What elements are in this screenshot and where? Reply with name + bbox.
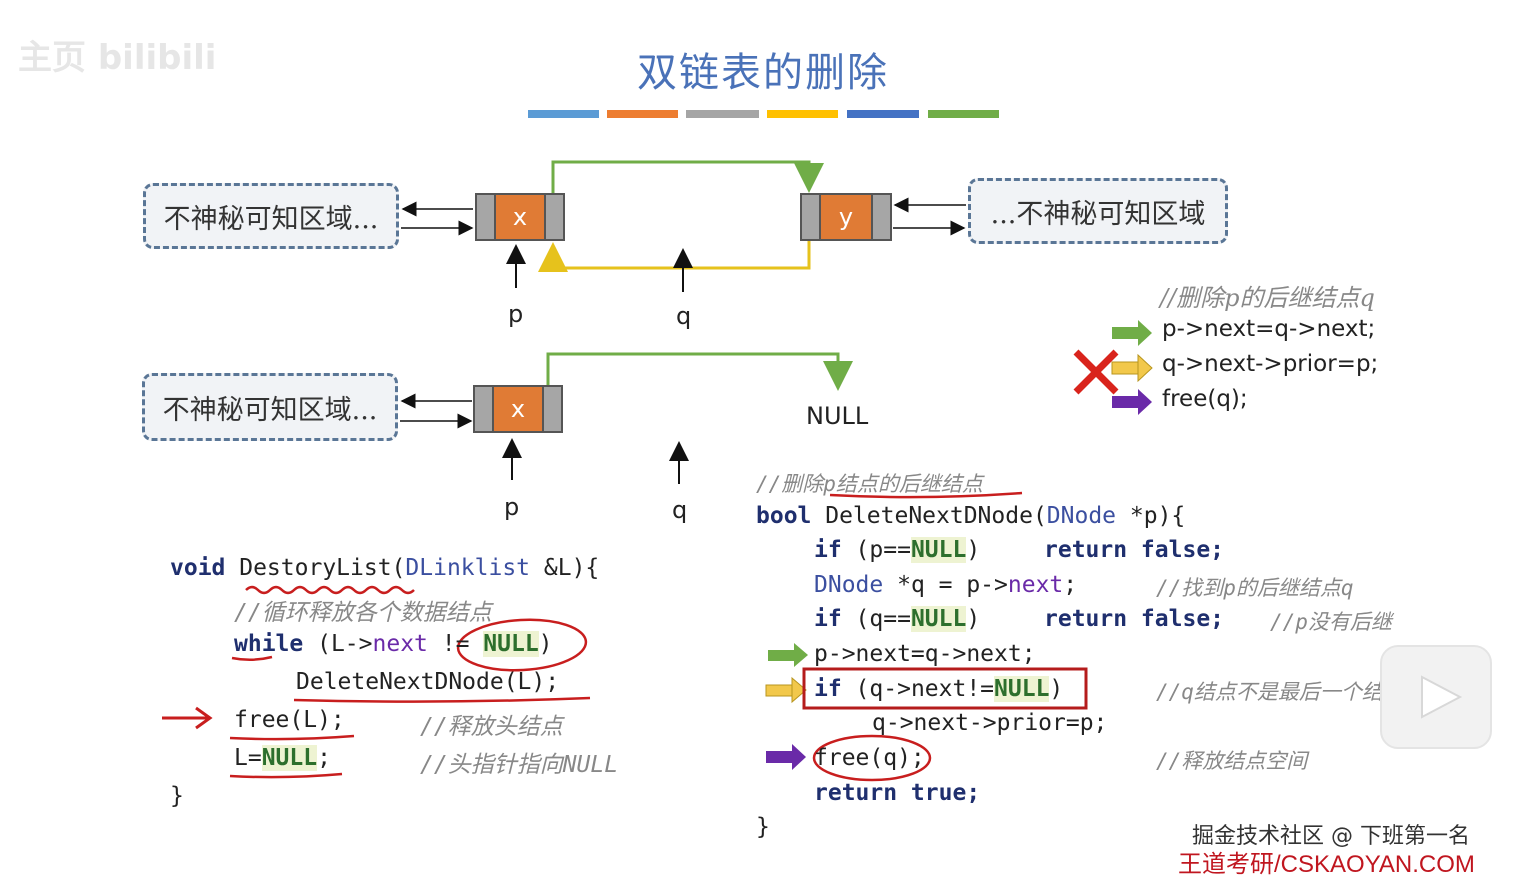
red-pointer-arrow [162, 706, 213, 730]
pointer-q-label-1: q [676, 302, 692, 330]
highlight-box [802, 667, 1088, 710]
underline-while [231, 655, 273, 661]
rainbow-bar-6 [928, 110, 999, 118]
code-arrow-yellow [765, 676, 807, 704]
legend-arrow-green [1112, 320, 1152, 346]
rainbow-bar-5 [847, 110, 919, 118]
circle-not-null [456, 618, 588, 672]
green-next-arrow-2 [546, 352, 853, 391]
code-right-comment: //删除p结点的后继结点 [756, 472, 983, 496]
code-right-line-7: q->next->prior=p; [872, 710, 1108, 736]
wangdao-watermark: 王道考研/CSKAOYAN.COM [1178, 851, 1475, 878]
code-left-line-4: DeleteNextDNode(L); [296, 669, 560, 695]
code-left-line-3: while (L->next != NULL) [234, 631, 553, 657]
code-left-line-7: } [170, 783, 184, 809]
code-right-line-8: free(q); [814, 745, 925, 771]
underline-delete-call [293, 696, 591, 703]
code-right-line-4-return: return false; [1044, 606, 1225, 632]
unknown-region-right-1: ...不神秘可知区域 [968, 178, 1228, 244]
side-comment: //删除p的后继结点q [1160, 284, 1375, 312]
underline-free-L [229, 734, 355, 741]
rainbow-bar-4 [767, 110, 838, 118]
code-arrow-green [768, 643, 808, 667]
yellow-prior-arrow [538, 241, 811, 272]
pointer-q-label-2: q [672, 496, 688, 524]
underline-L-null [229, 772, 343, 779]
legend-arrow-yellow [1111, 353, 1153, 383]
rainbow-bar-2 [607, 110, 678, 118]
circle-free-q [812, 734, 932, 782]
red-cross-icon [1073, 349, 1119, 395]
video-play-button[interactable] [1380, 645, 1492, 749]
node-y-label: y [819, 195, 873, 239]
rainbow-bar-1 [528, 110, 599, 118]
code-right-line-1: bool DeleteNextDNode(DNode *p){ [756, 503, 1186, 529]
code-right-line-3-comment: //找到p的后继结点q [1156, 576, 1354, 600]
green-next-arrow-1 [551, 160, 824, 193]
code-left-line-5: free(L); [234, 707, 345, 733]
underline-right-comment [829, 491, 1023, 499]
code-right-line-3: DNode *q = p->next; [814, 572, 1078, 598]
code-right-line-6: if (q->next!=NULL) [814, 676, 1064, 702]
node-y-1: y [800, 193, 892, 241]
code-right-line-8-comment: //释放结点空间 [1156, 749, 1308, 773]
code-right-line-2: if (p==NULL) [814, 537, 981, 563]
unknown-region-left-1: 不神秘可知区域... [143, 183, 399, 249]
code-left-line-6: L=NULL; [234, 745, 331, 771]
null-label: NULL [806, 402, 869, 430]
side-line-3: free(q); [1162, 386, 1248, 412]
code-right-line-6-comment: //q结点不是最后一个结点 [1156, 680, 1404, 704]
side-line-1: p->next=q->next; [1162, 316, 1376, 342]
node-x-label-2: x [492, 387, 544, 431]
code-left-line-1: void DestoryList(DLinklist &L){ [170, 555, 600, 581]
node-x-label: x [494, 195, 546, 239]
squiggle-underline [245, 585, 415, 595]
code-left-line-6-comment: //头指针指向NULL [420, 752, 619, 778]
side-line-2: q->next->prior=p; [1162, 351, 1379, 377]
code-left-line-5-comment: //释放头结点 [420, 714, 563, 740]
bilibili-watermark: 主页 bilibili [18, 38, 217, 78]
code-right-line-10: } [756, 814, 770, 840]
slide-title: 双链表的删除 [637, 50, 889, 96]
code-arrow-purple [766, 744, 806, 770]
code-right-line-9: return true; [814, 780, 981, 806]
pointer-p-label-2: p [504, 493, 520, 521]
node-x-1: x [475, 193, 565, 241]
code-right-line-4-comment: //p没有后继 [1270, 610, 1392, 634]
pointer-p-label-1: p [508, 300, 524, 328]
code-right-line-5: p->next=q->next; [814, 641, 1036, 667]
juejin-watermark: 掘金技术社区 @ 下班第一名 [1192, 824, 1470, 849]
unknown-region-left-2: 不神秘可知区域... [142, 373, 398, 441]
legend-arrow-purple [1112, 389, 1152, 415]
node-x-2: x [473, 385, 563, 433]
rainbow-bar-3 [686, 110, 759, 118]
play-icon [1421, 675, 1463, 719]
code-right-line-2-return: return false; [1044, 537, 1225, 563]
code-right-line-4: if (q==NULL) [814, 606, 981, 632]
code-left-line-2: //循环释放各个数据结点 [234, 600, 492, 626]
